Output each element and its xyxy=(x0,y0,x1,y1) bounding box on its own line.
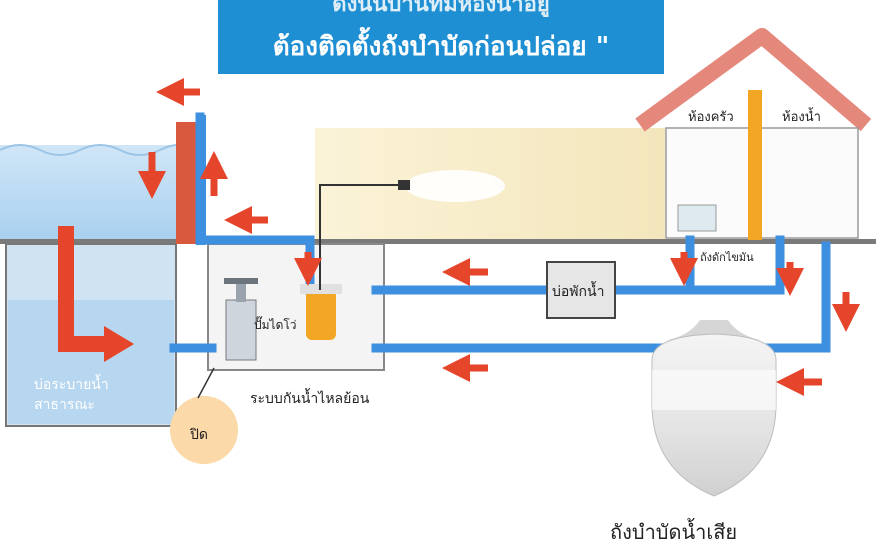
bathroom-label: ห้องน้ำ xyxy=(782,110,821,125)
bathroom-pipe xyxy=(748,90,762,240)
flow-arrows xyxy=(138,78,860,396)
close-bubble xyxy=(170,396,238,464)
banner-line-2: ต้องติดตั้งถังบำบัดก่อนปล่อย " xyxy=(272,32,610,62)
holding-pit-box xyxy=(546,261,616,319)
ground-line xyxy=(0,239,876,244)
pump-label: ปั๊มไดโว่ xyxy=(254,318,297,332)
title-banner: ดังนั้นบ้านที่มีห้องน้ำอยู่ ต้องติดตั้งถ… xyxy=(218,0,664,74)
kitchen-label: ห้องครัว xyxy=(688,110,734,125)
gate-valve-icon xyxy=(224,278,258,361)
close-label: ปิด xyxy=(190,427,208,443)
backflow-system-label: ระบบกันน้ำไหลย้อน xyxy=(250,391,370,407)
septic-tank-icon xyxy=(651,320,777,497)
grease-trap-label: ถังดักไขมัน xyxy=(700,251,754,264)
banner-line-1: ดังนั้นบ้านที่มีห้องน้ำอยู่ xyxy=(332,0,550,17)
public-drain-label: บ่อระบายน้ำ xyxy=(34,377,109,393)
drain-flow-arrow xyxy=(58,226,108,352)
holding-pit-label: บ่อพักน้ำ xyxy=(552,284,605,300)
septic-tank-label: ถังบำบัดน้ำเสีย xyxy=(610,520,738,544)
public-drain-label-2: สาธารณะ xyxy=(34,397,95,413)
house-roof xyxy=(635,28,872,132)
pump-icon xyxy=(306,290,336,340)
river-water xyxy=(0,145,190,240)
